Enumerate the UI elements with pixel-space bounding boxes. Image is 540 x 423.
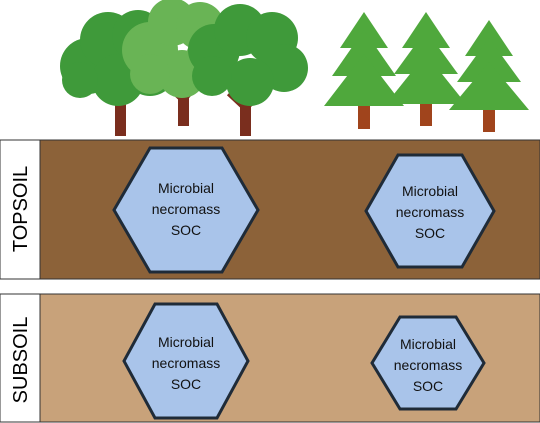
hexagon-line: Microbial xyxy=(400,336,456,352)
hexagon-line: necromass xyxy=(152,201,220,217)
subsoil-label: SUBSOIL xyxy=(10,317,32,404)
hexagon-line: necromass xyxy=(396,204,464,220)
hexagon-line: Microbial xyxy=(158,334,214,350)
necromass-hexagon: Microbial necromass SOC xyxy=(370,315,486,411)
topsoil-layer: TOPSOIL Microbial necromass SOC Microbia… xyxy=(0,139,540,280)
subsoil-layer: SUBSOIL Microbial necromass SOC Microbia… xyxy=(0,293,540,423)
conifer-tree-icon xyxy=(386,12,466,126)
conifer-tree-icon xyxy=(324,12,404,129)
necromass-hexagon: Microbial necromass SOC xyxy=(364,153,496,269)
necromass-hexagon: Microbial necromass SOC xyxy=(122,302,250,420)
hexagon-line: Microbial xyxy=(402,183,458,199)
hexagon-line: SOC xyxy=(171,376,201,392)
broadleaf-forest xyxy=(60,0,308,136)
conifer-tree-icon xyxy=(449,20,529,132)
hexagon-line: necromass xyxy=(152,355,220,371)
hexagon-line: SOC xyxy=(171,222,201,238)
hexagon-line: SOC xyxy=(413,378,443,394)
hexagon-line: necromass xyxy=(394,357,462,373)
hexagon-line: Microbial xyxy=(158,180,214,196)
hexagon-line: SOC xyxy=(415,225,445,241)
necromass-hexagon: Microbial necromass SOC xyxy=(112,146,260,274)
topsoil-label: TOPSOIL xyxy=(10,166,32,252)
conifer-forest xyxy=(324,12,529,132)
